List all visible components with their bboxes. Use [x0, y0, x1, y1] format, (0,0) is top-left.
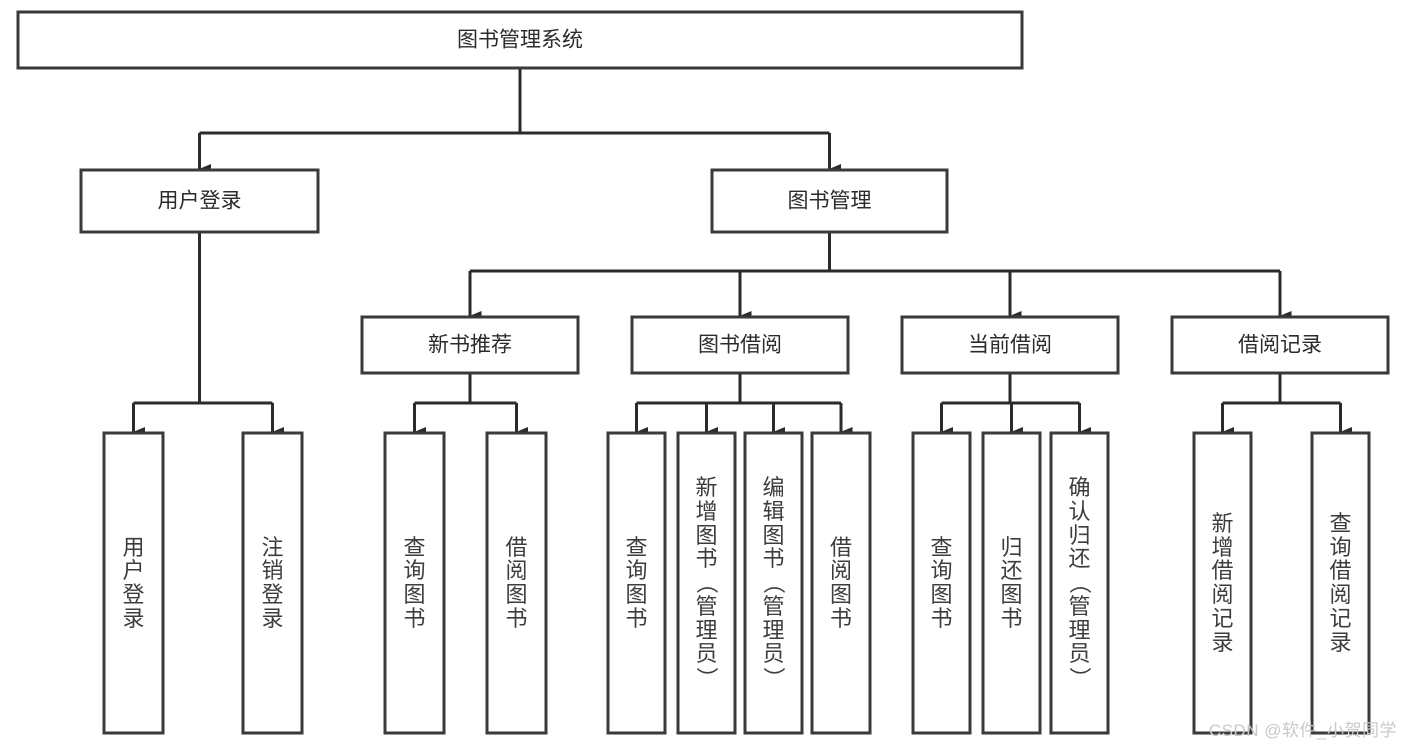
node-box-leaf-borrow-book-1[interactable]	[485, 431, 548, 735]
node-box-book-management[interactable]	[710, 168, 949, 234]
node-box-leaf-edit-book[interactable]	[743, 431, 804, 735]
node-label-borrow-record: 借阅记录	[1238, 334, 1322, 357]
node-box-root[interactable]	[16, 10, 1024, 70]
node-box-leaf-confirm-return[interactable]	[1049, 431, 1110, 735]
node-box-leaf-add-borrow-record[interactable]	[1192, 431, 1253, 735]
node-box-leaf-user-login[interactable]	[102, 431, 165, 735]
node-box-leaf-logout-login[interactable]	[241, 431, 304, 735]
node-box-book-borrow[interactable]	[630, 315, 850, 375]
node-box-leaf-query-book-3[interactable]	[911, 431, 972, 735]
node-box-borrow-record[interactable]	[1170, 315, 1390, 375]
node-label-current-borrow: 当前借阅	[968, 334, 1052, 357]
node-box-leaf-borrow-book-2[interactable]	[810, 431, 872, 735]
node-box-new-book-recommend[interactable]	[360, 315, 580, 375]
node-label-root: 图书管理系统	[457, 29, 583, 52]
node-label-book-management: 图书管理	[788, 190, 872, 213]
node-boxes-layer	[16, 10, 1390, 735]
node-label-new-book-recommend: 新书推荐	[428, 334, 512, 357]
node-label-user-login: 用户登录	[158, 190, 242, 213]
node-box-leaf-query-book-2[interactable]	[606, 431, 667, 735]
node-box-user-login[interactable]	[79, 168, 320, 234]
connectors-layer	[132, 68, 1352, 437]
node-box-leaf-return-book[interactable]	[981, 431, 1042, 735]
node-box-leaf-query-borrow-record[interactable]	[1310, 431, 1371, 735]
node-box-leaf-add-book[interactable]	[676, 431, 737, 735]
node-label-book-borrow: 图书借阅	[698, 334, 782, 357]
node-box-current-borrow[interactable]	[900, 315, 1120, 375]
node-box-leaf-query-book-1[interactable]	[383, 431, 446, 735]
